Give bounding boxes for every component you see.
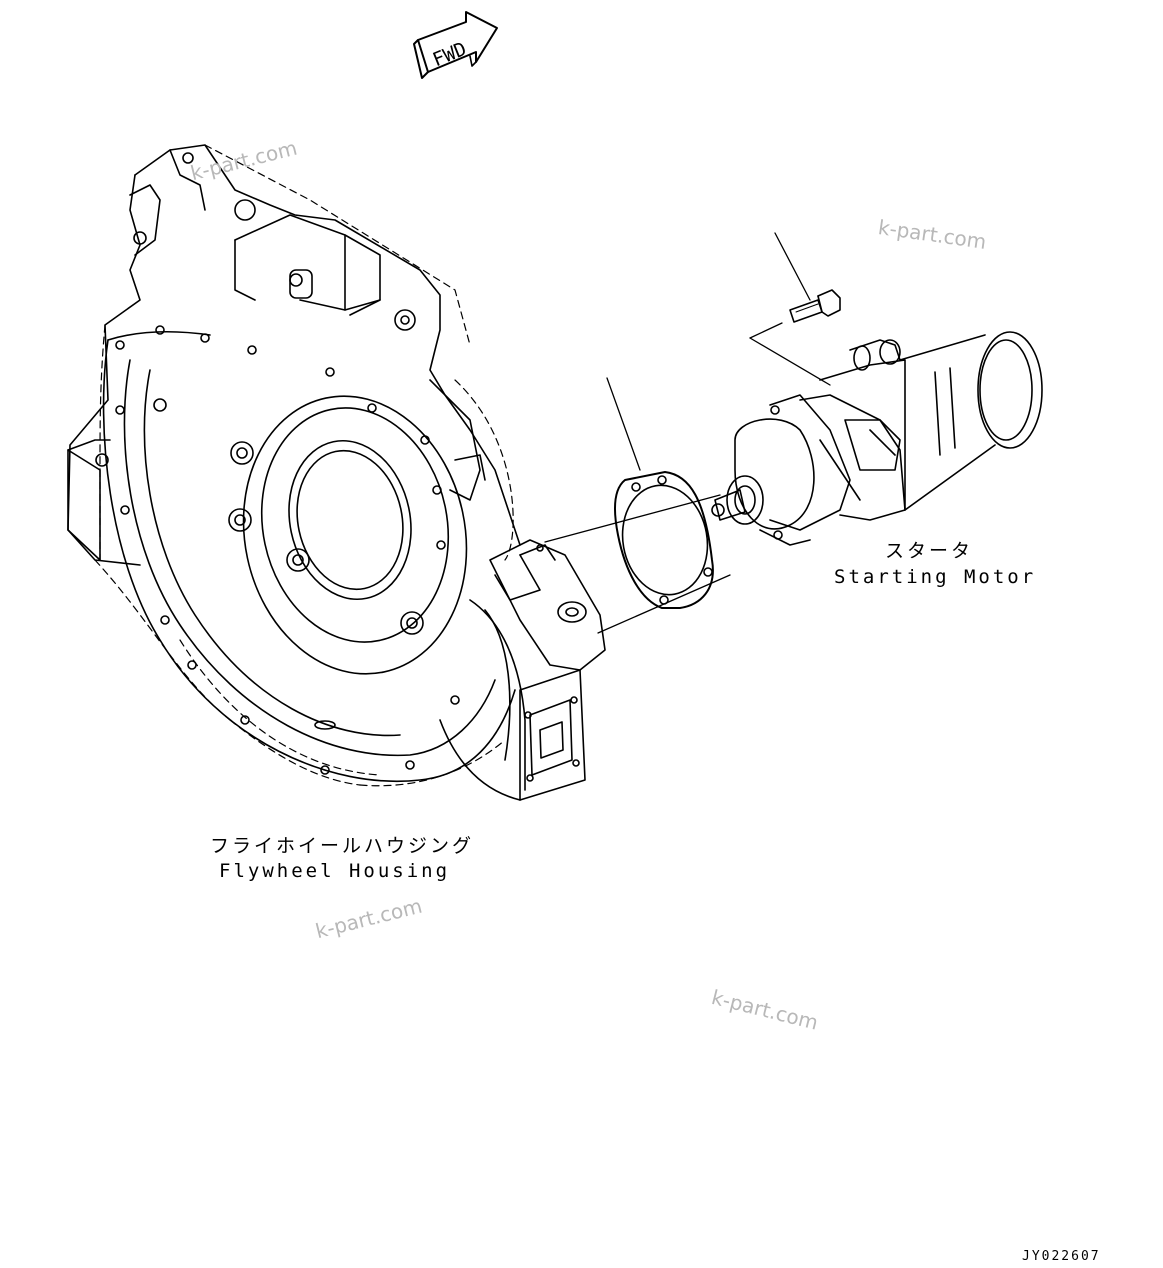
leader-lines xyxy=(544,232,831,634)
drawing-code: JY022607 xyxy=(1022,1249,1101,1264)
flywheel-housing xyxy=(67,144,606,801)
starter-label-jp: スタータ xyxy=(885,540,974,562)
flywheel-label-en: Flywheel Housing xyxy=(219,860,451,882)
hidden-lines xyxy=(94,144,514,787)
fwd-arrow-icon: FWD xyxy=(413,11,498,79)
bolt xyxy=(789,289,841,323)
starting-motor xyxy=(711,331,1043,546)
fwd-label: FWD xyxy=(430,38,470,71)
starter-label-en: Starting Motor xyxy=(834,566,1037,588)
flywheel-label-jp: フライホイールハウジング xyxy=(210,835,475,857)
